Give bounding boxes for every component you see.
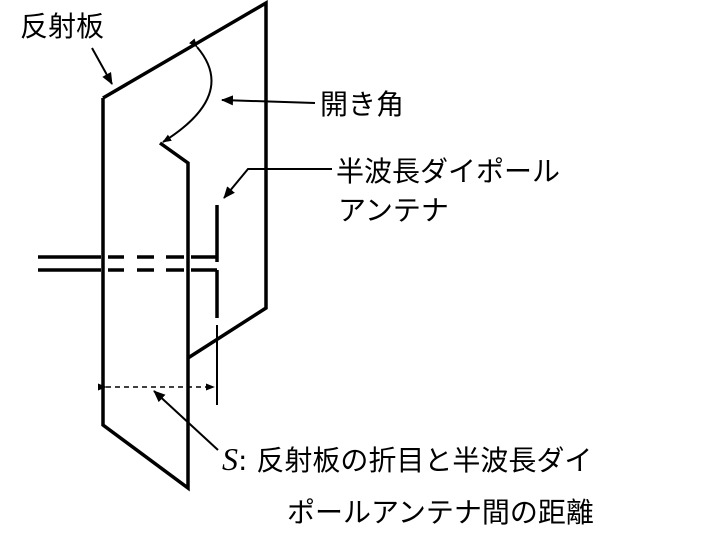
reflector-leader-arrow [91, 47, 113, 85]
dipole-label-line2: アンテナ [338, 194, 449, 227]
opening-angle-arc [162, 38, 213, 143]
dipole-label-line1: 半波長ダイポール [336, 155, 560, 188]
reflector-rear-panel [102, 0, 268, 360]
opening-angle-leader-arrow [221, 95, 316, 106]
s-description-line1: S: 反射板の折目と半波長ダイ [222, 441, 592, 477]
reflector-front-panel [101, 98, 190, 492]
s-symbol: S [222, 441, 238, 477]
reflector-label: 反射板 [20, 10, 104, 43]
opening-angle-label: 開き角 [320, 88, 404, 121]
dimension-s-leader-arrow [153, 390, 219, 451]
s-description-line2: ポールアンテナ間の距離 [287, 496, 594, 529]
s-description-text: : 反射板の折目と半波長ダイ [238, 444, 592, 477]
feed-line [38, 255, 217, 272]
dipole-leader-arrow [223, 168, 332, 199]
